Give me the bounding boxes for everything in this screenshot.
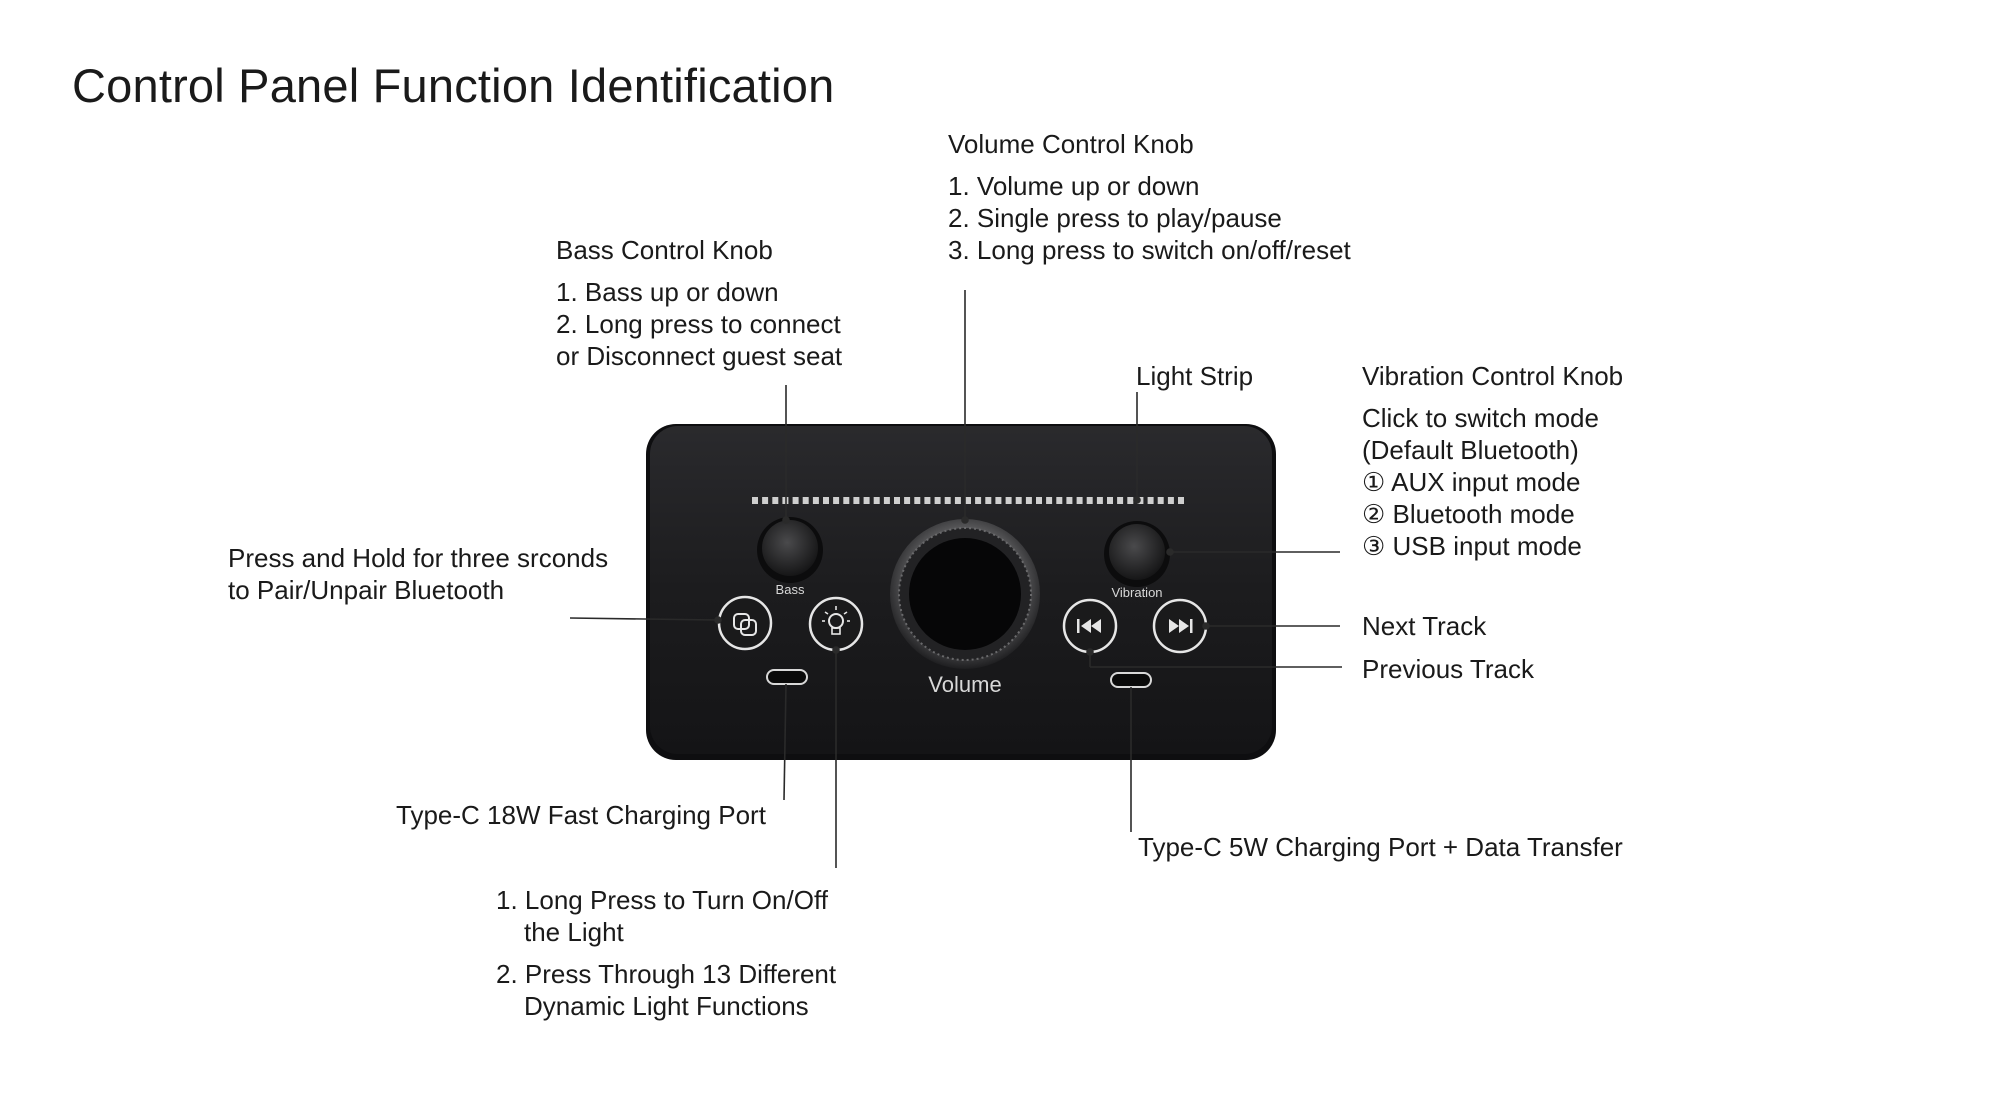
leader-lines xyxy=(569,290,1342,868)
previous-track-annotation: Previous Track xyxy=(1362,653,1534,685)
usb-c-port-18w xyxy=(766,669,808,685)
light-strip-dot xyxy=(1096,497,1103,504)
light-strip-annotation: Light Strip xyxy=(1136,360,1253,392)
light-strip-dot xyxy=(1036,497,1042,504)
light-strip-dot xyxy=(1056,497,1063,504)
light-strip-dot xyxy=(762,497,769,504)
light-strip-dot xyxy=(1015,497,1022,504)
bluetooth-pair-button[interactable] xyxy=(717,595,773,651)
next-track-button[interactable] xyxy=(1152,598,1208,654)
light-strip-dot xyxy=(853,497,860,504)
light-strip-dot xyxy=(995,497,1002,504)
light-strip-dot xyxy=(1147,497,1154,504)
vibration-knob-heading: Vibration Control Knob xyxy=(1362,361,1624,391)
light-strip-dot xyxy=(1086,497,1093,504)
port-18w-label: Type-C 18W Fast Charging Port xyxy=(396,800,766,830)
light-strip-dot xyxy=(1005,497,1012,504)
light-strip-dot xyxy=(1178,497,1184,504)
light-strip-dot xyxy=(883,497,890,504)
bluetooth-pair-annotation: Press and Hold for three srconds to Pair… xyxy=(228,542,608,606)
next-track-annotation: Next Track xyxy=(1362,610,1486,642)
light-button-item: the Light xyxy=(524,917,624,947)
light-strip-dot xyxy=(965,497,971,504)
next-track-label: Next Track xyxy=(1362,611,1487,641)
light-button[interactable] xyxy=(808,596,864,652)
previous-track-icon xyxy=(1077,619,1101,633)
vibration-knob[interactable] xyxy=(1104,521,1170,587)
bass-knob[interactable] xyxy=(757,517,823,583)
previous-track-label: Previous Track xyxy=(1362,654,1534,684)
light-strip-dot xyxy=(944,497,951,504)
vibration-knob-item: ③ USB input mode xyxy=(1362,531,1582,561)
light-strip-dot xyxy=(1025,497,1032,504)
light-strip-dot xyxy=(752,497,758,504)
next-track-icon xyxy=(1169,619,1193,633)
light-strip-dot xyxy=(873,497,880,504)
light-strip-dot xyxy=(792,497,799,504)
light-strip-dot xyxy=(1066,497,1073,504)
light-strip-dot xyxy=(1076,497,1083,504)
light-strip-dot xyxy=(863,497,870,504)
light-strip-dot xyxy=(843,497,850,504)
port-5w-annotation: Type-C 5W Charging Port + Data Transfer xyxy=(1138,831,1623,863)
light-strip-dot xyxy=(1157,497,1164,504)
light-button-item: Dynamic Light Functions xyxy=(524,991,809,1021)
light-strip-dot xyxy=(823,497,829,504)
volume-knob-item: 3. Long press to switch on/off/reset xyxy=(948,235,1351,265)
light-bulb-icon xyxy=(822,606,850,635)
usb-c-port-5w xyxy=(1110,672,1152,688)
bluetooth-pair-line: Press and Hold for three srconds xyxy=(228,543,609,573)
light-strip-dot xyxy=(1107,497,1113,504)
bass-device-label: Bass xyxy=(776,582,805,597)
light-strip-dot xyxy=(904,497,911,504)
light-strip-dot xyxy=(894,497,900,504)
light-strip-dot xyxy=(914,497,921,504)
light-strip-dot xyxy=(924,497,931,504)
light-strip-dot xyxy=(985,497,992,504)
light-strip-dot xyxy=(1046,497,1053,504)
bass-knob-annotation: Bass Control Knob 1. Bass up or down 2. … xyxy=(556,234,842,372)
bass-knob-item: 1. Bass up or down xyxy=(556,277,779,307)
port-5w-label: Type-C 5W Charging Port + Data Transfer xyxy=(1138,832,1623,862)
port-18w-annotation: Type-C 18W Fast Charging Port xyxy=(396,799,766,831)
bass-knob-heading: Bass Control Knob xyxy=(556,235,773,265)
volume-knob-item: 2. Single press to play/pause xyxy=(948,203,1282,233)
vibration-knob-item: (Default Bluetooth) xyxy=(1362,435,1579,465)
light-strip-dot xyxy=(833,497,840,504)
page-title: Control Panel Function Identification xyxy=(72,59,835,112)
previous-track-button[interactable] xyxy=(1062,598,1118,654)
vibration-knob-item: ① AUX input mode xyxy=(1362,467,1581,497)
light-strip-dot xyxy=(812,497,819,504)
vibration-knob-item: Click to switch mode xyxy=(1362,403,1599,433)
volume-knob-annotation: Volume Control Knob 1. Volume up or down… xyxy=(948,128,1351,266)
light-strip-dot xyxy=(934,497,941,504)
bluetooth-pair-line: to Pair/Unpair Bluetooth xyxy=(228,575,505,605)
light-strip-dot xyxy=(1167,497,1174,504)
light-strip-dot xyxy=(772,497,779,504)
light-strip-dot xyxy=(954,497,961,504)
light-button-annotation: 1. Long Press to Turn On/Off the Light 2… xyxy=(496,884,836,1022)
light-strip-dot xyxy=(1127,497,1134,504)
volume-knob-heading: Volume Control Knob xyxy=(948,129,1194,159)
volume-device-label: Volume xyxy=(928,672,1001,697)
bass-knob-item: or Disconnect guest seat xyxy=(556,341,843,371)
light-button-item: 2. Press Through 13 Different xyxy=(496,959,837,989)
light-strip xyxy=(752,497,1184,504)
vibration-knob-annotation: Vibration Control Knob Click to switch m… xyxy=(1362,360,1623,562)
light-strip-label: Light Strip xyxy=(1136,361,1254,391)
light-strip-dot xyxy=(1117,497,1124,504)
vibration-device-label: Vibration xyxy=(1111,585,1162,600)
volume-knob-item: 1. Volume up or down xyxy=(948,171,1200,201)
light-strip-dot xyxy=(975,497,982,504)
volume-knob[interactable] xyxy=(890,519,1040,669)
light-button-item: 1. Long Press to Turn On/Off xyxy=(496,885,828,915)
vibration-knob-item: ② Bluetooth mode xyxy=(1362,499,1575,529)
light-strip-dot xyxy=(802,497,809,504)
bass-knob-item: 2. Long press to connect xyxy=(556,309,841,339)
